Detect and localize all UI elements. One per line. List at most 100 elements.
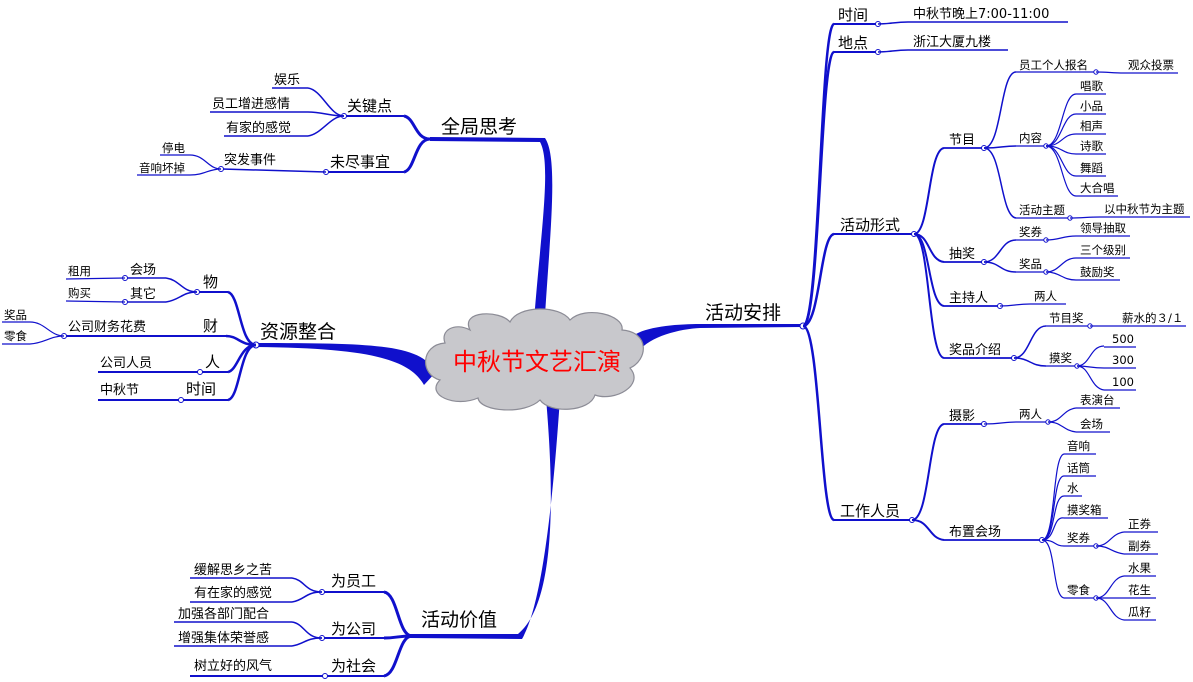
value-company-item[interactable]: 加强各部门配合	[174, 606, 292, 623]
arr-time-value[interactable]: 中秋节晚上7:00-11:00	[908, 7, 1068, 23]
node-photo[interactable]: 摄影	[944, 409, 987, 427]
lottery-prize-item[interactable]: 鼓励奖	[1076, 265, 1120, 281]
content-item[interactable]: 小品	[1076, 99, 1106, 115]
node-material[interactable]: 物	[194, 273, 229, 295]
spend-item[interactable]: 零食	[2, 329, 30, 345]
people-item[interactable]: 公司人员	[100, 356, 152, 371]
incident-item[interactable]: 停电	[160, 141, 190, 156]
venue-item-label: 租用	[68, 264, 91, 278]
spend-item[interactable]: 奖品	[2, 308, 30, 323]
content-item[interactable]: 大合唱	[1076, 181, 1118, 197]
value-staff-item[interactable]: 缓解思乡之苦	[190, 562, 292, 579]
node-draw-award[interactable]: 摸奖	[1046, 351, 1080, 369]
node-program[interactable]: 节目	[944, 133, 987, 151]
snack-item[interactable]: 水果	[1124, 561, 1156, 577]
root-cloud-shape	[425, 308, 644, 411]
time-item[interactable]: 中秋节	[100, 383, 139, 398]
lottery-prize-item[interactable]: 三个级别	[1076, 243, 1130, 259]
node-venue[interactable]: 会场	[122, 263, 167, 281]
node-lottery-label: 抽奖	[949, 247, 975, 262]
node-keypoints[interactable]: 关键点	[341, 97, 405, 119]
node-value-company[interactable]: 为公司	[319, 620, 385, 641]
node-arr-time[interactable]: 时间	[834, 6, 881, 27]
node-value-society[interactable]: 为社会	[190, 657, 384, 679]
content-item[interactable]: 唱歌	[1076, 79, 1106, 95]
lottery-voucher-value[interactable]: 领导抽取	[1076, 221, 1130, 237]
node-lottery[interactable]: 抽奖	[944, 247, 987, 265]
value-company-item[interactable]: 增强集体荣誉感	[174, 630, 292, 647]
setup-item[interactable]: 音响	[1064, 439, 1096, 455]
node-setup[interactable]: 布置会场	[944, 525, 1045, 543]
root-node[interactable]: 中秋节文艺汇演	[425, 308, 644, 411]
node-staff[interactable]: 工作人员	[834, 502, 915, 523]
node-program-award[interactable]: 节目奖	[1046, 311, 1093, 329]
node-other[interactable]: 其它	[122, 286, 167, 305]
node-people[interactable]: 人	[98, 353, 228, 375]
keypoint-item[interactable]: 娱乐	[272, 73, 308, 89]
node-host[interactable]: 主持人	[944, 291, 1003, 309]
incident-item-label: 音响坏掉	[139, 161, 185, 175]
node-finance-spend[interactable]: 公司财务花费	[61, 319, 147, 339]
photo-item[interactable]: 会场	[1076, 417, 1110, 433]
arr-place-value[interactable]: 浙江大厦九楼	[908, 35, 1008, 51]
setup-voucher-item[interactable]: 正券	[1124, 517, 1158, 533]
draw-award-item[interactable]: 500	[1104, 332, 1136, 348]
draw-award-item-label: 300	[1112, 353, 1134, 367]
node-signup[interactable]: 员工个人报名	[1016, 58, 1099, 75]
theme-value[interactable]: 以中秋节为主题	[1100, 202, 1190, 218]
setup-item[interactable]: 水	[1064, 481, 1082, 497]
branch-thinking: 全局思考 关键点 娱乐 员工增进感情 有家的感觉 未尽事宜	[137, 73, 517, 176]
program-award-value[interactable]: 薪水的３/１	[1118, 311, 1186, 327]
node-arr-place[interactable]: 地点	[834, 34, 881, 55]
other-item[interactable]: 购买	[65, 286, 126, 303]
setup-voucher-item[interactable]: 副券	[1124, 539, 1158, 555]
node-setup-label: 布置会场	[949, 525, 1001, 540]
content-item[interactable]: 相声	[1076, 119, 1106, 135]
node-lottery-voucher[interactable]: 奖券	[1016, 225, 1049, 243]
node-value-staff[interactable]: 为员工	[319, 572, 385, 595]
keypoint-item[interactable]: 员工增进感情	[210, 96, 308, 113]
photo-item-label: 表演台	[1080, 393, 1115, 407]
node-photo-two[interactable]: 两人	[1016, 407, 1051, 425]
people-item-label: 公司人员	[100, 356, 152, 371]
host-value[interactable]: 两人	[1030, 289, 1066, 305]
value-staff-item[interactable]: 有在家的感觉	[190, 585, 292, 603]
incident-item[interactable]: 音响坏掉	[137, 161, 190, 176]
photo-item[interactable]: 表演台	[1076, 393, 1120, 409]
node-form[interactable]: 活动形式	[834, 216, 917, 237]
node-resources-label: 资源整合	[260, 321, 336, 343]
draw-award-item-label: 500	[1112, 332, 1134, 346]
node-theme[interactable]: 活动主题	[1016, 203, 1073, 221]
draw-award-item[interactable]: 100	[1104, 375, 1136, 391]
value-society-item[interactable]: 树立好的风气	[194, 658, 272, 674]
node-setup-voucher[interactable]: 奖券	[1064, 531, 1099, 549]
node-snacks[interactable]: 零食	[1064, 583, 1099, 601]
draw-award-item[interactable]: 300	[1104, 353, 1136, 369]
setup-voucher-item-label: 正券	[1128, 517, 1151, 531]
keypoint-item-label: 员工增进感情	[212, 96, 290, 112]
node-content[interactable]: 内容	[1016, 131, 1049, 149]
root-label: 中秋节文艺汇演	[453, 348, 621, 376]
content-item[interactable]: 诗歌	[1076, 139, 1106, 155]
keypoint-item[interactable]: 有家的感觉	[224, 120, 308, 137]
content-item[interactable]: 舞蹈	[1076, 161, 1106, 177]
node-thinking[interactable]: 全局思考	[441, 116, 517, 138]
value-company-item-label: 加强各部门配合	[178, 606, 269, 622]
node-lottery-prize[interactable]: 奖品	[1016, 257, 1049, 275]
venue-item[interactable]: 租用	[65, 264, 126, 280]
node-other-label: 其它	[130, 286, 156, 302]
node-value[interactable]: 活动价值	[421, 609, 497, 631]
branch-value: 活动价值 为员工 缓解思乡之苦 有在家的感觉 为公司 加强各部	[174, 562, 497, 679]
branch-arrangement: 活动安排 时间 中秋节晚上7:00-11:00 地点 浙江大厦九楼	[705, 6, 1190, 621]
spend-item-label: 零食	[4, 329, 27, 343]
node-prizes[interactable]: 奖品介绍	[944, 343, 1017, 361]
value-staff-item-label: 有在家的感觉	[194, 585, 272, 601]
setup-item[interactable]: 话筒	[1064, 461, 1096, 477]
node-time[interactable]: 时间	[98, 380, 228, 403]
setup-item[interactable]: 摸奖箱	[1064, 503, 1108, 519]
snack-item[interactable]: 花生	[1124, 583, 1156, 599]
snack-item[interactable]: 瓜籽	[1124, 605, 1156, 621]
node-finance[interactable]: 财	[66, 317, 226, 337]
signup-value[interactable]: 观众投票	[1124, 58, 1178, 74]
node-pending[interactable]: 未尽事宜	[323, 153, 405, 175]
